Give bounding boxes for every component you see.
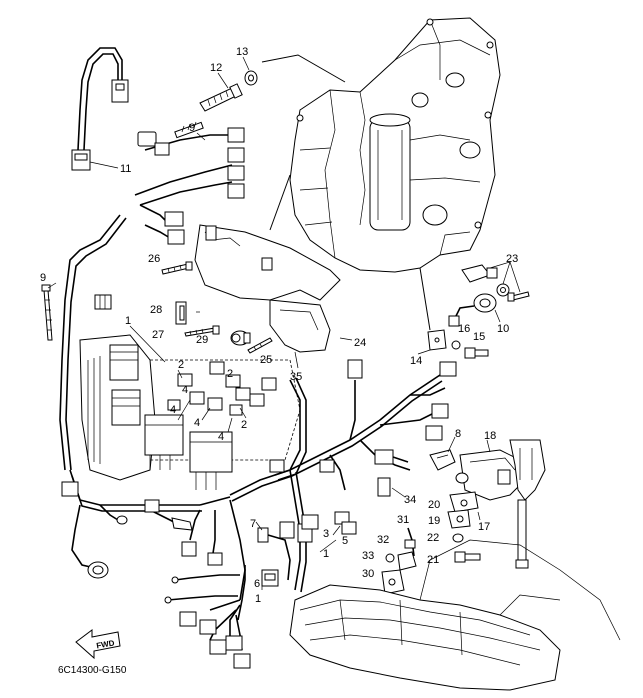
engine-block — [289, 17, 501, 273]
drawing-code: 6C14300-G150 — [58, 665, 127, 676]
callout-2-a: 2 — [178, 359, 184, 371]
callout-15: 15 — [473, 331, 485, 343]
part-17-20 — [449, 472, 479, 513]
callout-7: 7 — [250, 518, 256, 530]
part-27-screw — [184, 325, 220, 337]
part-15-bolt — [464, 347, 489, 359]
part-13-washer — [244, 70, 258, 86]
callout-5: 5 — [342, 535, 348, 547]
part-28-clip — [175, 301, 187, 325]
part-26-bolt — [161, 261, 193, 275]
callout-1-mid: 1 — [323, 548, 329, 560]
callout-31: 31 — [397, 514, 409, 526]
callout-22: 22 — [427, 532, 439, 544]
callout-19: 19 — [428, 515, 440, 527]
part-10-sender — [448, 293, 497, 327]
callout-29: 29 — [196, 334, 208, 346]
harness-11 — [71, 47, 129, 171]
part-6 — [261, 569, 279, 587]
part-19 — [447, 509, 471, 529]
callout-4-c: 4 — [194, 417, 200, 429]
callout-25: 25 — [260, 354, 272, 366]
callout-24: 24 — [354, 337, 366, 349]
callout-10: 10 — [497, 323, 509, 335]
part-22-washer — [452, 533, 464, 543]
callout-14: 14 — [410, 355, 422, 367]
callout-4-b: 4 — [170, 404, 176, 416]
upper-harness — [59, 121, 245, 471]
part-8 — [429, 449, 456, 471]
part-34 — [374, 449, 409, 497]
callout-4-d: 4 — [218, 431, 224, 443]
part-33 — [385, 553, 395, 563]
callout-9-top: 9 — [189, 122, 195, 134]
lower-clamps — [144, 499, 240, 604]
part-9-cable-tie — [41, 284, 53, 341]
callout-32: 32 — [377, 534, 389, 546]
callout-13: 13 — [236, 46, 248, 58]
part-23-sensor — [461, 264, 530, 302]
callout-30: 30 — [362, 568, 374, 580]
assembly-1-relay-box — [79, 334, 301, 490]
callout-2-b: 2 — [241, 419, 247, 431]
callout-35: 35 — [290, 371, 302, 383]
callout-11: 11 — [120, 163, 131, 175]
solenoid-post — [509, 439, 546, 569]
bottom-chassis — [289, 539, 621, 691]
callout-4-a: 4 — [182, 384, 188, 396]
connector-left — [94, 294, 112, 310]
callout-12: 12 — [210, 62, 222, 74]
part-14-bracket — [427, 329, 447, 351]
callout-17: 17 — [478, 521, 490, 533]
callout-21: 21 — [427, 554, 439, 566]
callout-18: 18 — [484, 430, 496, 442]
bracket-24-35 — [194, 224, 341, 353]
callout-1-top: 1 — [125, 315, 131, 327]
callout-8: 8 — [455, 428, 461, 440]
fwd-arrow-icon: FWD — [75, 629, 121, 660]
callout-33: 33 — [362, 550, 374, 562]
callout-2-c: 2 — [227, 368, 233, 380]
relays-2-4 — [167, 361, 277, 416]
callout-20: 20 — [428, 499, 440, 511]
callout-26: 26 — [148, 253, 160, 265]
callout-23: 23 — [506, 253, 518, 265]
callout-1-bottom: 1 — [255, 593, 261, 605]
part-21-bolt — [454, 551, 481, 563]
part-7 — [257, 521, 295, 581]
callout-3: 3 — [323, 528, 329, 540]
part-29-grommet — [230, 330, 251, 346]
callout-9-left: 9 — [40, 272, 46, 284]
callout-16: 16 — [458, 323, 470, 335]
part-16-washer — [451, 340, 461, 350]
callout-6: 6 — [254, 578, 260, 590]
part-18-bracket — [459, 449, 526, 501]
fwd-label: FWD — [96, 638, 116, 650]
harness-connectors — [61, 359, 457, 669]
part-25-screw — [247, 337, 273, 354]
part-31-32 — [397, 527, 417, 571]
callout-27: 27 — [152, 329, 164, 341]
leader-lines — [47, 282, 341, 590]
callout-34: 34 — [404, 494, 416, 506]
part-12-sensor — [199, 83, 243, 112]
parts-3-5 — [301, 511, 357, 535]
callouts: 13 12 9 11 26 9 28 1 27 29 25 24 35 2 4 … — [40, 46, 518, 605]
sensor-lower-left — [71, 504, 128, 579]
callout-28: 28 — [150, 304, 162, 316]
part-30 — [381, 569, 405, 595]
